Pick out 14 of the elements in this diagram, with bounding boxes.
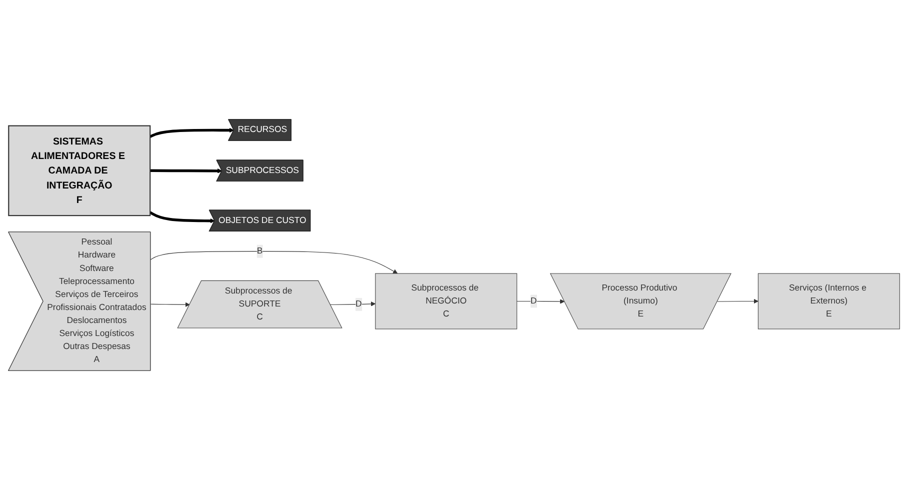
node-box: Subprocessos de NEGÓCIO C (375, 273, 518, 330)
arrow (149, 211, 215, 224)
edge-label: D (530, 296, 537, 306)
arrow (516, 299, 565, 304)
arrow (330, 302, 376, 306)
arrow (150, 128, 234, 138)
arrow (150, 251, 398, 274)
arrow (717, 298, 758, 304)
arrow (150, 302, 190, 307)
edge-label: B (256, 246, 263, 256)
node-box: SISTEMAS ALIMENTADORES E CAMADA DE INTEGRAÇÃO F (8, 125, 151, 216)
edge-label: D (356, 299, 362, 309)
arrow (150, 168, 222, 174)
node-box: Serviços (Internos e Externos) E (758, 273, 900, 330)
